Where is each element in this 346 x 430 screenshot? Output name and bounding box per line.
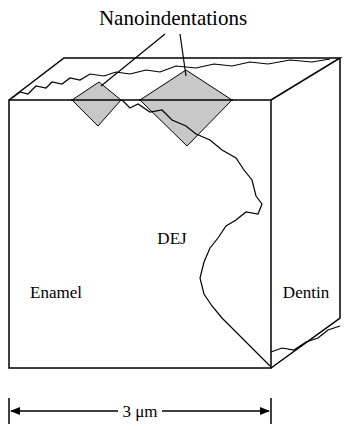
dimension-line <box>9 398 271 424</box>
dej-line <box>271 326 340 352</box>
dej-line <box>122 100 270 366</box>
nanoindentation <box>72 82 121 126</box>
boundary-label: DEJ <box>157 230 186 247</box>
nanoindentation <box>140 70 232 146</box>
leader-line <box>101 34 186 86</box>
cube-outline <box>9 58 340 368</box>
dimension-label: 3 μm <box>118 403 161 420</box>
cube-edge <box>71 99 121 101</box>
cube-edge <box>139 99 233 101</box>
dej-line <box>12 59 330 98</box>
heading-label: Nanoindentations <box>99 8 247 29</box>
region-label: Dentin <box>283 284 329 301</box>
region-label: Enamel <box>30 284 82 301</box>
